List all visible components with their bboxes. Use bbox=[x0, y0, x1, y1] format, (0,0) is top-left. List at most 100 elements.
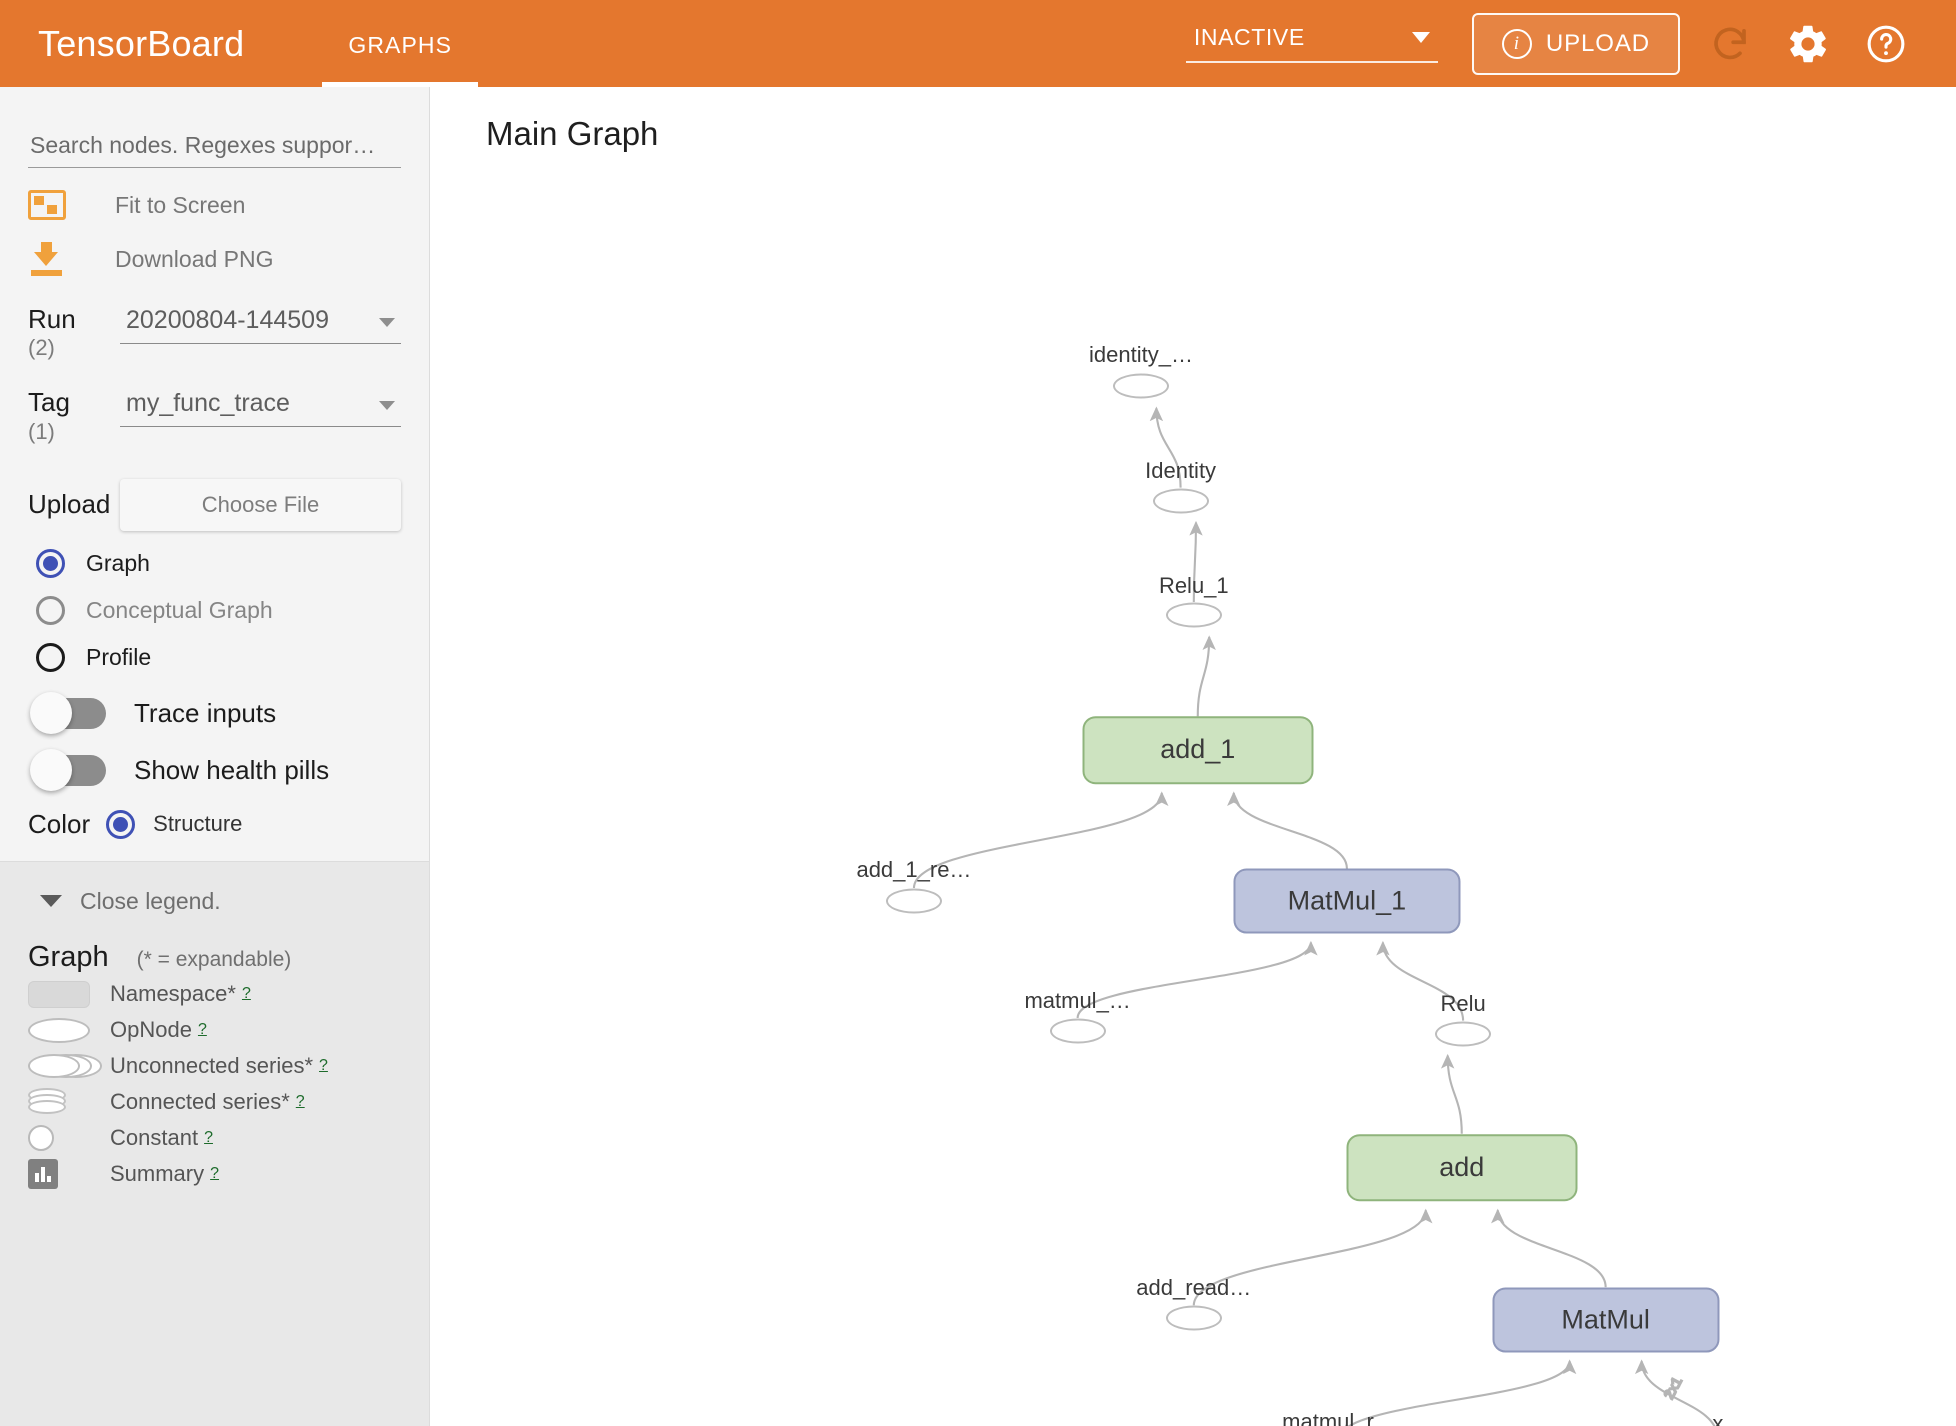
run-select[interactable]: 20200804-144509 bbox=[120, 306, 401, 344]
radio-conceptual-graph[interactable]: Conceptual Graph bbox=[36, 595, 401, 625]
sidebar-divider bbox=[0, 860, 429, 862]
search-input[interactable] bbox=[28, 131, 401, 160]
fit-to-screen-label: Fit to Screen bbox=[115, 191, 246, 218]
legend-panel: Close legend. Graph (* = expandable) Nam… bbox=[0, 861, 429, 1426]
graph-edge-label: 2x1 bbox=[1660, 1374, 1685, 1402]
graph-node-add_readvariableop[interactable] bbox=[1165, 1305, 1222, 1331]
tag-select[interactable]: my_func_trace bbox=[120, 389, 401, 428]
legend-item-opnode: OpNode ? bbox=[28, 1015, 401, 1046]
legend-help-constant[interactable]: ? bbox=[204, 1129, 213, 1147]
show-health-pills-toggle-icon bbox=[30, 748, 106, 791]
graph-edge-Relu_1-to-Identity bbox=[1189, 520, 1203, 603]
tag-value: my_func_trace bbox=[126, 389, 290, 418]
chevron-down-icon bbox=[379, 401, 395, 411]
fit-to-screen-button[interactable]: Fit to Screen bbox=[28, 190, 401, 220]
unconnected-series-icon bbox=[28, 1053, 110, 1080]
tag-count: (1) bbox=[28, 418, 55, 444]
graph-node-add_1_readvariableop[interactable] bbox=[885, 888, 942, 914]
download-png-button[interactable]: Download PNG bbox=[28, 242, 401, 276]
legend-help-opnode[interactable]: ? bbox=[197, 1021, 207, 1039]
legend-item-unconnected-series: Unconnected series* ? bbox=[28, 1051, 401, 1082]
graph-node-Identity[interactable] bbox=[1152, 488, 1209, 514]
legend-label-connected-series: Connected series* bbox=[110, 1089, 290, 1115]
opnode-icon bbox=[28, 1017, 110, 1043]
download-png-label: Download PNG bbox=[115, 245, 274, 272]
graph-node-label-Relu: Relu bbox=[1440, 990, 1486, 1016]
graph-edge-matmul_readvariableop_1-to-MatMul_1 bbox=[1076, 940, 1318, 1019]
gear-icon[interactable] bbox=[1780, 16, 1836, 72]
run-status-dropdown[interactable]: INACTIVE bbox=[1185, 24, 1438, 63]
graph-edge-Relu-to-MatMul_1 bbox=[1376, 940, 1465, 1021]
radio-conceptual-graph-label: Conceptual Graph bbox=[86, 596, 273, 623]
app-header: TensorBoard GRAPHS INACTIVE i UPLOAD bbox=[0, 0, 1956, 87]
legend-label-namespace: Namespace* bbox=[110, 981, 236, 1007]
legend-label-summary: Summary bbox=[110, 1161, 205, 1187]
legend-label-unconnected-series: Unconnected series* bbox=[110, 1053, 314, 1079]
radio-structure-label: Structure bbox=[153, 811, 243, 837]
summary-icon bbox=[28, 1159, 110, 1190]
graph-edge-add_1-to-Relu_1 bbox=[1196, 635, 1216, 717]
legend-item-summary: Summary ? bbox=[28, 1159, 401, 1190]
radio-profile-icon bbox=[36, 642, 65, 672]
graph-node-MatMul[interactable]: MatMul bbox=[1492, 1287, 1720, 1353]
tag-field: Tag (1) my_func_trace bbox=[28, 389, 401, 444]
legend-item-constant: Constant ? bbox=[28, 1123, 401, 1154]
legend-label-opnode: OpNode bbox=[110, 1017, 192, 1043]
radio-profile[interactable]: Profile bbox=[36, 642, 401, 672]
trace-inputs-toggle[interactable]: Trace inputs bbox=[30, 691, 401, 734]
graph-node-add_1[interactable]: add_1 bbox=[1082, 716, 1314, 784]
upload-button[interactable]: i UPLOAD bbox=[1471, 12, 1680, 75]
tab-graphs[interactable]: GRAPHS bbox=[322, 0, 478, 87]
graph-edge-add_readvariableop-to-add bbox=[1192, 1208, 1433, 1306]
graph-node-MatMul_1[interactable]: MatMul_1 bbox=[1233, 868, 1461, 934]
show-health-pills-toggle[interactable]: Show health pills bbox=[30, 748, 401, 791]
radio-graph[interactable]: Graph bbox=[36, 548, 401, 578]
close-legend-button[interactable]: Close legend. bbox=[28, 888, 401, 915]
graph-node-matmul_readvariableop_1[interactable] bbox=[1049, 1018, 1106, 1044]
radio-conceptual-graph-icon bbox=[36, 595, 65, 625]
legend-item-connected-series: Connected series* ? bbox=[28, 1087, 401, 1118]
graph-edge-x-to-MatMul bbox=[1634, 1359, 1716, 1426]
graph-node-label-add_readvariableop: add_read… bbox=[1136, 1275, 1252, 1301]
show-health-pills-label: Show health pills bbox=[134, 754, 330, 785]
graph-edges: 2x1 bbox=[912, 406, 1716, 1426]
choose-file-button[interactable]: Choose File bbox=[120, 478, 401, 531]
graph-node-Relu[interactable] bbox=[1435, 1021, 1492, 1047]
chevron-down-icon bbox=[40, 895, 62, 908]
namespace-icon bbox=[28, 980, 110, 1008]
color-label: Color bbox=[28, 808, 91, 839]
upload-label: Upload bbox=[28, 489, 111, 520]
search-field[interactable] bbox=[28, 131, 401, 168]
help-icon[interactable] bbox=[1858, 16, 1914, 72]
chevron-down-icon bbox=[379, 318, 395, 327]
graph-node-label: MatMul bbox=[1561, 1304, 1650, 1335]
radio-profile-label: Profile bbox=[86, 643, 152, 670]
legend-help-namespace[interactable]: ? bbox=[241, 985, 251, 1003]
graph-node-label-x: x bbox=[1712, 1410, 1724, 1426]
graph-node-Relu_1[interactable] bbox=[1165, 602, 1222, 628]
graph-node-label-add_1_readvariableop: add_1_re… bbox=[856, 856, 972, 882]
app-brand: TensorBoard bbox=[38, 22, 245, 64]
color-field: Color Structure bbox=[28, 808, 401, 839]
graph-node-label-identity_out: identity_… bbox=[1089, 342, 1193, 367]
radio-structure-icon[interactable] bbox=[106, 809, 136, 839]
refresh-icon[interactable] bbox=[1702, 16, 1758, 72]
download-icon bbox=[28, 242, 66, 276]
legend-help-summary[interactable]: ? bbox=[210, 1165, 220, 1183]
graph-node-label: add_1 bbox=[1160, 734, 1236, 765]
run-value: 20200804-144509 bbox=[126, 306, 329, 334]
close-legend-label: Close legend. bbox=[80, 887, 221, 914]
graph-node-identity_out[interactable] bbox=[1113, 373, 1169, 399]
page-title: Main Graph bbox=[486, 115, 659, 152]
graph-node-label-matmul_readvariableop_1: matmul_… bbox=[1024, 988, 1131, 1014]
legend-label-constant: Constant bbox=[110, 1125, 199, 1151]
trace-inputs-toggle-icon bbox=[30, 691, 106, 734]
sidebar: Fit to Screen Download PNG Run (2) 20200… bbox=[0, 87, 430, 1426]
graph-edge-MatMul-to-add bbox=[1491, 1208, 1607, 1288]
graph-node-add[interactable]: add bbox=[1346, 1133, 1578, 1202]
legend-help-connected-series[interactable]: ? bbox=[295, 1093, 305, 1111]
legend-help-unconnected-series[interactable]: ? bbox=[319, 1057, 328, 1075]
header-right-controls: INACTIVE i UPLOAD bbox=[1185, 12, 1914, 75]
graph-edge-add_1_readvariableop-to-add_1 bbox=[912, 791, 1169, 889]
